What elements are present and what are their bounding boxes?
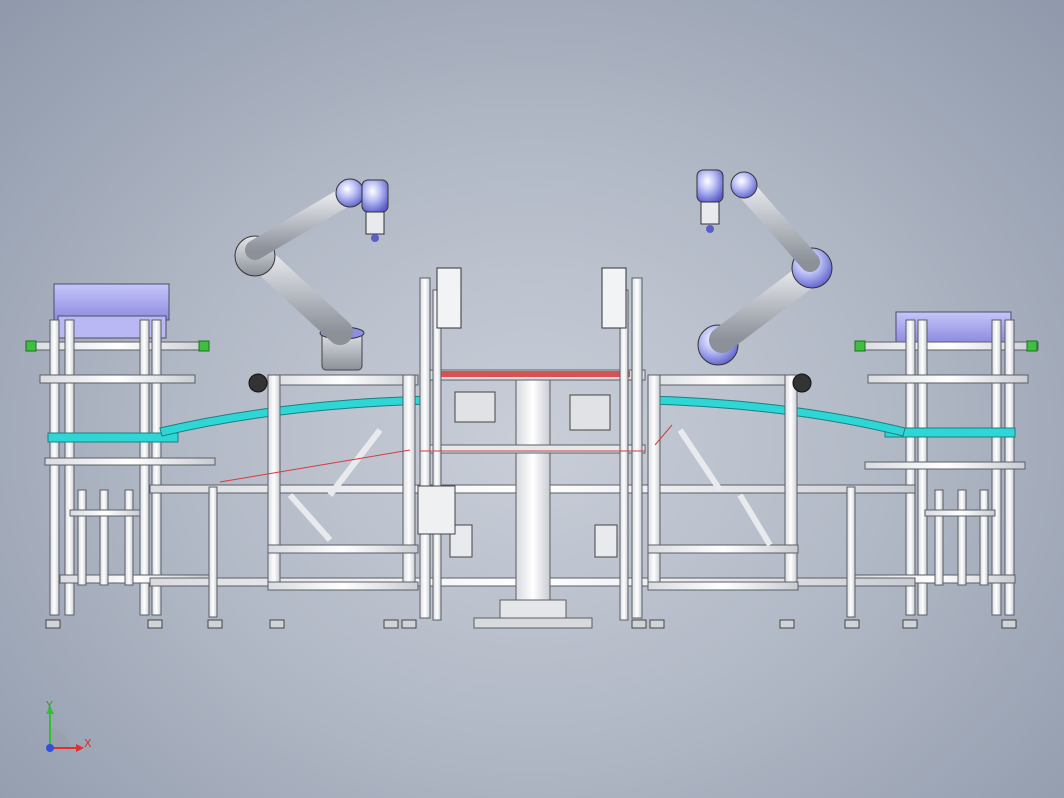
post-845 <box>846 486 856 618</box>
right-robot-upper-link <box>735 178 820 272</box>
right-rail-2 <box>864 461 1026 470</box>
triad-origin-shade <box>50 728 70 748</box>
right-robot-tool <box>700 201 720 225</box>
right-rail-1 <box>867 374 1029 384</box>
left-cell-frame-bottom <box>267 544 419 554</box>
right-feeder-station[interactable] <box>854 311 1039 616</box>
triad-z-dot <box>46 744 54 752</box>
left-robot-tool-tip <box>371 234 379 242</box>
left-subframe-post-a <box>77 489 87 586</box>
gripper-hanging-r <box>594 524 618 558</box>
gripper-block-l <box>454 391 496 423</box>
central-pedestal-base <box>499 599 567 619</box>
right-robot-arm[interactable] <box>696 169 833 366</box>
right-cell-frame-r <box>784 374 798 591</box>
right-tower-post-2 <box>619 289 629 621</box>
triad-y-label: Y <box>45 699 53 712</box>
right-cell-frame-l <box>647 374 661 591</box>
brace-r2 <box>737 493 773 547</box>
left-robot-lower-link <box>245 243 353 345</box>
central-pedestal-plate <box>473 617 593 629</box>
central-frame[interactable] <box>149 267 916 629</box>
post-210 <box>208 486 218 618</box>
right-cell-frame-bottom <box>647 544 799 554</box>
left-feeder-station[interactable] <box>25 283 216 616</box>
left-subframe-post-b <box>99 489 109 586</box>
leveling-feet <box>45 619 1017 629</box>
left-cell-frame-foot <box>267 581 419 591</box>
left-rail-2 <box>44 457 216 466</box>
left-robot-wrist-joint <box>335 178 365 208</box>
left-post-3 <box>139 319 150 616</box>
left-post-2 <box>64 319 75 616</box>
left-curved-conveyor <box>159 395 431 437</box>
left-green-marker <box>25 340 37 352</box>
left-conveyor-strip <box>47 432 179 443</box>
right-subframe-post-a <box>934 489 944 586</box>
right-subframe-rail <box>924 509 996 517</box>
right-subframe-post-c <box>979 489 989 586</box>
central-pedestal-column <box>515 379 551 601</box>
left-robot-arm[interactable] <box>234 178 389 371</box>
right-tower-post <box>631 277 643 619</box>
triad-x-label: X <box>84 737 92 750</box>
right-curved-conveyor <box>649 395 906 437</box>
left-post-1 <box>49 319 60 616</box>
right-cell-frame-foot <box>647 581 799 591</box>
left-rail-1 <box>39 374 196 384</box>
right-green-marker-a <box>854 340 866 352</box>
triad-x-arrow <box>76 744 84 752</box>
rotary-lower-ring <box>419 444 646 454</box>
left-wheel <box>248 373 268 393</box>
left-cell-frame-l <box>267 374 281 591</box>
gripper-block-r <box>569 394 611 431</box>
left-tower-post-2 <box>432 289 442 621</box>
left-subframe-post-c <box>124 489 134 586</box>
right-green-marker-b <box>1026 340 1038 352</box>
brace-r1 <box>677 428 723 492</box>
right-camera-box <box>601 267 627 329</box>
brace-l2 <box>327 428 383 497</box>
left-cell-frame-top <box>267 374 419 386</box>
left-cell-frame-r <box>402 374 416 591</box>
right-robot-wrist-2 <box>696 169 724 203</box>
red-wire-l <box>219 449 411 483</box>
right-wheel <box>792 373 812 393</box>
right-green-marker-of-left <box>198 340 210 352</box>
left-post-4 <box>151 319 162 616</box>
brace-l1 <box>287 493 333 542</box>
right-robot-lower-link <box>709 259 825 353</box>
control-box <box>417 485 456 535</box>
coordinate-triad: X Y <box>45 699 92 752</box>
rotary-table-red-band <box>440 371 630 377</box>
left-robot-tool <box>365 211 385 235</box>
left-subframe-rail <box>69 509 141 517</box>
left-camera-box <box>436 267 462 329</box>
left-tower-post <box>419 277 431 619</box>
red-wire-r <box>654 424 673 446</box>
right-subframe-post-b <box>957 489 967 586</box>
right-conveyor-strip <box>884 427 1016 438</box>
right-cell-frame-top <box>647 374 799 386</box>
left-robot-upper-link <box>245 187 355 260</box>
triad-y-arrow <box>46 706 54 714</box>
left-hopper <box>53 283 170 321</box>
left-robot-wrist-2 <box>361 179 389 213</box>
right-robot-tool-tip <box>706 225 714 233</box>
right-robot-wrist-joint <box>730 171 758 199</box>
